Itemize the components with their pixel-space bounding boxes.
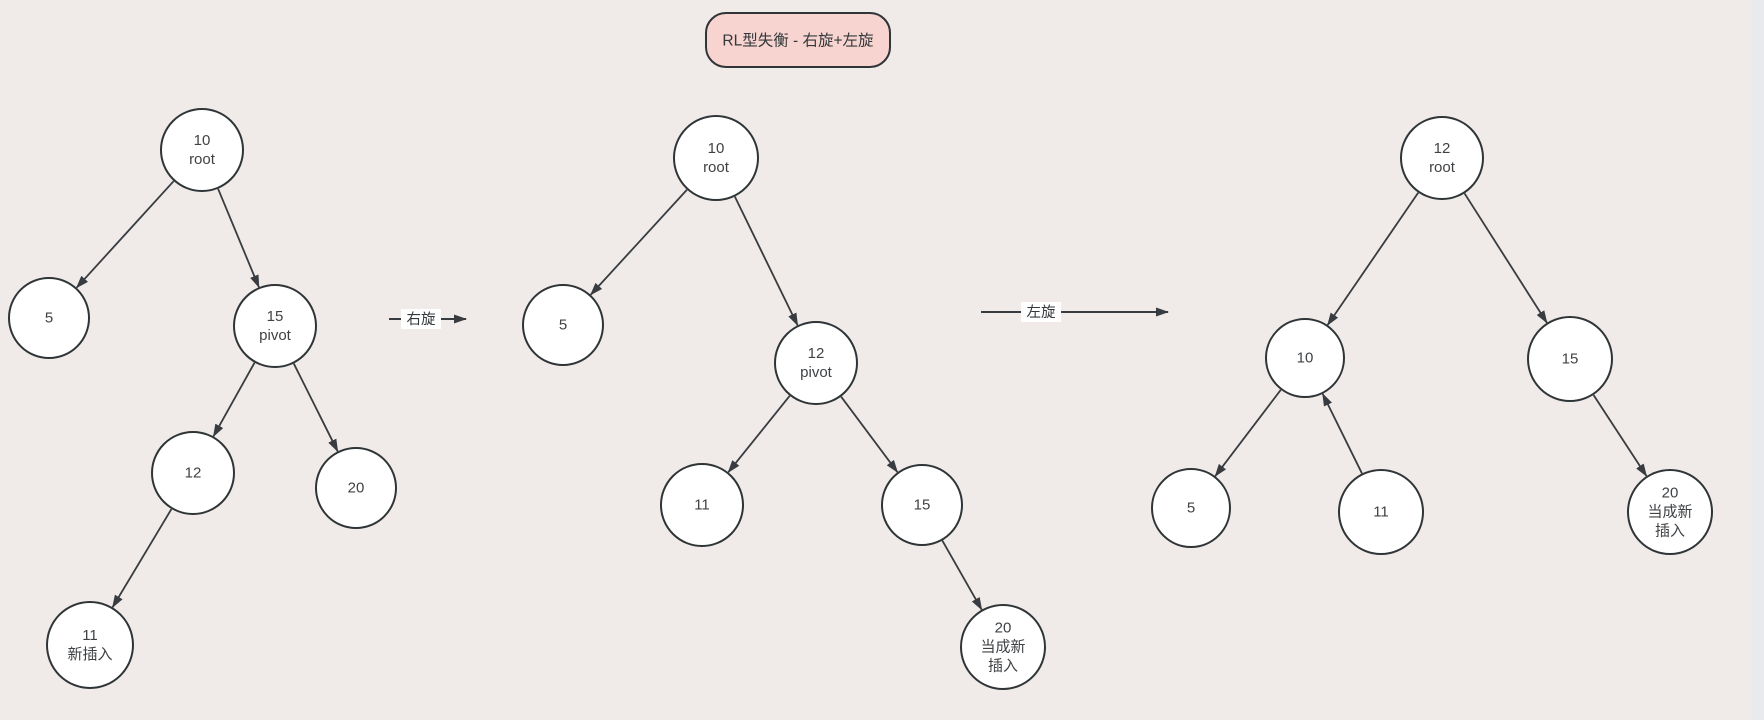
node-after-right-rotation-11[interactable]: 11 bbox=[660, 463, 744, 547]
node-initial-rl-imbalance-12[interactable]: 12 bbox=[151, 431, 235, 515]
edge-after-left-rotation-12-to-15[interactable] bbox=[1463, 192, 1548, 324]
edge-after-right-rotation-12-to-15[interactable] bbox=[840, 396, 899, 473]
node-circle-10[interactable] bbox=[673, 115, 759, 201]
edge-after-left-rotation-12-to-10[interactable] bbox=[1326, 192, 1420, 326]
node-label-line: 5 bbox=[1187, 500, 1195, 517]
node-circle-11[interactable] bbox=[46, 601, 134, 689]
edge-after-left-rotation-11-to-10[interactable] bbox=[1321, 392, 1363, 474]
node-label-line: 20 bbox=[995, 620, 1012, 637]
node-label-line: 10 bbox=[708, 140, 725, 157]
node-label-line: root bbox=[189, 151, 216, 168]
node-after-left-rotation-10[interactable]: 10 bbox=[1265, 318, 1345, 398]
node-circle-20[interactable] bbox=[960, 604, 1046, 690]
node-circle-15[interactable] bbox=[1527, 316, 1613, 402]
edge-after-right-rotation-10-to-5[interactable] bbox=[590, 189, 688, 296]
node-label-line: 5 bbox=[559, 317, 567, 334]
transition-label-background bbox=[401, 309, 441, 329]
title-pill-background bbox=[705, 12, 891, 68]
node-circle-11[interactable] bbox=[1338, 469, 1424, 555]
node-circle-5[interactable] bbox=[522, 284, 604, 366]
node-label-line: 5 bbox=[45, 310, 53, 327]
node-label-line: 当成新 bbox=[980, 639, 1025, 656]
node-label-line: 12 bbox=[185, 465, 202, 482]
node-label-line: 10 bbox=[1297, 350, 1314, 367]
node-label-line: 插入 bbox=[1655, 523, 1685, 540]
node-after-left-rotation-11[interactable]: 11 bbox=[1338, 469, 1424, 555]
node-label-line: 新插入 bbox=[67, 646, 112, 663]
edge-initial-rl-imbalance-15-to-12[interactable] bbox=[212, 362, 256, 438]
node-initial-rl-imbalance-10[interactable]: 10 root bbox=[160, 108, 244, 192]
transition-label-background bbox=[1021, 302, 1061, 322]
node-label-line: 12 bbox=[808, 345, 825, 362]
node-circle-12[interactable] bbox=[1400, 116, 1484, 200]
node-label-line: 插入 bbox=[988, 658, 1018, 675]
node-circle-15[interactable] bbox=[881, 464, 963, 546]
node-circle-10[interactable] bbox=[1265, 318, 1345, 398]
node-label-line: 12 bbox=[1434, 140, 1451, 157]
edge-initial-rl-imbalance-15-to-20[interactable] bbox=[292, 363, 339, 453]
node-label-line: 11 bbox=[1373, 504, 1389, 521]
node-circle-12[interactable] bbox=[774, 321, 858, 405]
node-label-line: 15 bbox=[1562, 351, 1579, 368]
node-after-left-rotation-5[interactable]: 5 bbox=[1151, 468, 1231, 548]
title-text: RL型失衡 - 右旋+左旋 bbox=[722, 32, 874, 50]
node-label-line: pivot bbox=[800, 364, 833, 381]
edge-after-right-rotation-12-to-11[interactable] bbox=[727, 395, 791, 474]
canvas-right-edge-strip bbox=[1752, 0, 1764, 720]
transition-label-left-rotation: 左旋 bbox=[1027, 304, 1056, 321]
tree-initial-rl-imbalance: 10 root 5 15 pivot 12 20 11 新插入 bbox=[8, 108, 397, 689]
edge-after-right-rotation-15-to-20[interactable] bbox=[941, 540, 983, 611]
node-after-right-rotation-15[interactable]: 15 bbox=[881, 464, 963, 546]
transition-left-rotation[interactable]: 左旋 bbox=[981, 302, 1169, 322]
transition-right-rotation[interactable]: 右旋 bbox=[389, 309, 467, 329]
node-circle-20[interactable] bbox=[315, 447, 397, 529]
node-initial-rl-imbalance-15[interactable]: 15 pivot bbox=[233, 284, 317, 368]
edge-after-left-rotation-10-to-5[interactable] bbox=[1214, 389, 1282, 477]
node-label-line: 15 bbox=[267, 308, 284, 325]
node-after-left-rotation-15[interactable]: 15 bbox=[1527, 316, 1613, 402]
node-initial-rl-imbalance-11[interactable]: 11 新插入 bbox=[46, 601, 134, 689]
title-shape[interactable]: RL型失衡 - 右旋+左旋 bbox=[705, 12, 891, 68]
node-label-line: 当成新 bbox=[1647, 504, 1692, 521]
edge-initial-rl-imbalance-10-to-15[interactable] bbox=[217, 188, 260, 289]
node-label-line: 11 bbox=[694, 497, 710, 514]
edge-initial-rl-imbalance-12-to-11[interactable] bbox=[111, 508, 173, 609]
node-label-line: root bbox=[703, 159, 730, 176]
node-circle-11[interactable] bbox=[660, 463, 744, 547]
node-label-line: 11 bbox=[82, 627, 98, 644]
node-label-line: 20 bbox=[1662, 485, 1679, 502]
node-after-left-rotation-12[interactable]: 12 root bbox=[1400, 116, 1484, 200]
node-label-line: 20 bbox=[348, 480, 365, 497]
node-initial-rl-imbalance-5[interactable]: 5 bbox=[8, 277, 90, 359]
transition-label-right-rotation: 右旋 bbox=[407, 311, 436, 328]
node-after-right-rotation-10[interactable]: 10 root bbox=[673, 115, 759, 201]
node-label-line: 15 bbox=[914, 497, 931, 514]
node-circle-10[interactable] bbox=[160, 108, 244, 192]
node-circle-5[interactable] bbox=[1151, 468, 1231, 548]
node-circle-20[interactable] bbox=[1627, 469, 1713, 555]
node-circle-12[interactable] bbox=[151, 431, 235, 515]
edge-initial-rl-imbalance-10-to-5[interactable] bbox=[75, 180, 175, 289]
node-circle-5[interactable] bbox=[8, 277, 90, 359]
node-label-line: root bbox=[1429, 159, 1456, 176]
node-after-right-rotation-12[interactable]: 12 pivot bbox=[774, 321, 858, 405]
edge-after-left-rotation-15-to-20[interactable] bbox=[1592, 394, 1648, 477]
edge-after-right-rotation-10-to-12[interactable] bbox=[734, 196, 799, 327]
node-label-line: 10 bbox=[194, 132, 211, 149]
node-label-line: pivot bbox=[259, 327, 292, 344]
node-after-right-rotation-5[interactable]: 5 bbox=[522, 284, 604, 366]
node-circle-15[interactable] bbox=[233, 284, 317, 368]
node-initial-rl-imbalance-20[interactable]: 20 bbox=[315, 447, 397, 529]
